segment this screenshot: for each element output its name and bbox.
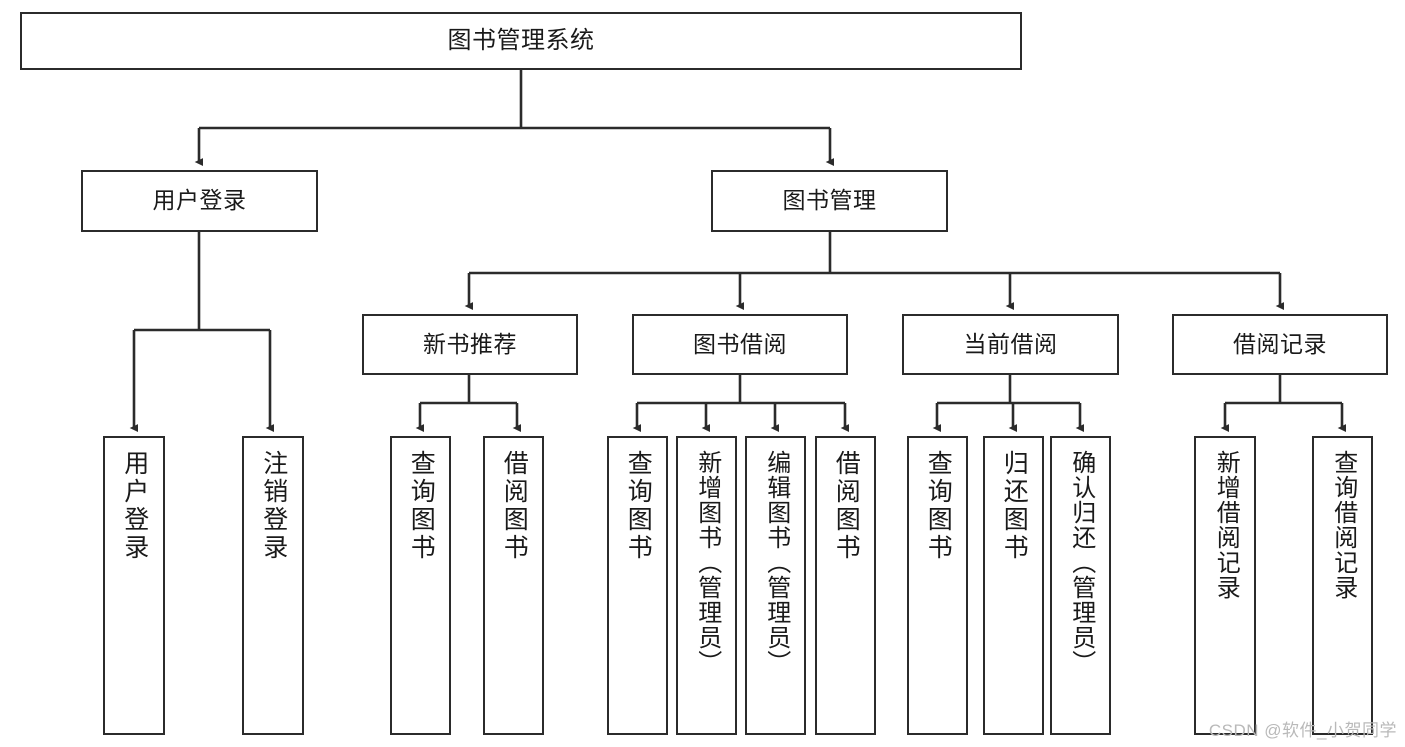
leaf-borrow-query-book[interactable]: 查询图书 <box>607 436 668 735</box>
node-label: 注销登录 <box>259 450 288 562</box>
leaf-current-return-book[interactable]: 归还图书 <box>983 436 1044 735</box>
leaf-borrow-edit-book-admin[interactable]: 编辑图书（管理员） <box>745 436 806 735</box>
node-label: 查询图书 <box>407 450 436 562</box>
node-label: 借阅图书 <box>500 450 529 562</box>
leaf-user-login-login[interactable]: 用户登录 <box>103 436 165 735</box>
leaf-borrow-borrow-book[interactable]: 借阅图书 <box>815 436 876 735</box>
node-label: 编辑图书（管理员） <box>762 450 790 675</box>
leaf-recommend-query-book[interactable]: 查询图书 <box>390 436 451 735</box>
watermark: CSDN @软件_小贺同学 <box>1208 721 1397 740</box>
node-label: 借阅记录 <box>1233 330 1327 357</box>
node-label: 图书借阅 <box>693 330 787 357</box>
node-book-management[interactable]: 图书管理 <box>711 170 948 232</box>
leaf-record-query-record[interactable]: 查询借阅记录 <box>1312 436 1373 735</box>
leaf-record-add-record[interactable]: 新增借阅记录 <box>1194 436 1256 735</box>
node-label: 归还图书 <box>1000 450 1029 562</box>
node-label: 新增图书（管理员） <box>693 450 721 675</box>
node-user-login[interactable]: 用户登录 <box>81 170 318 232</box>
node-label: 用户登录 <box>152 187 247 214</box>
node-root-system[interactable]: 图书管理系统 <box>20 12 1022 70</box>
node-label: 确认归还（管理员） <box>1067 450 1095 675</box>
leaf-user-login-logout[interactable]: 注销登录 <box>242 436 304 735</box>
node-label: 图书管理 <box>782 187 877 214</box>
leaf-borrow-add-book-admin[interactable]: 新增图书（管理员） <box>676 436 737 735</box>
node-book-borrow[interactable]: 图书借阅 <box>632 314 848 375</box>
node-label: 当前借阅 <box>963 330 1058 357</box>
node-label: 新书推荐 <box>423 330 517 357</box>
node-label: 借阅图书 <box>832 450 861 562</box>
leaf-current-query-book[interactable]: 查询图书 <box>907 436 968 735</box>
leaf-current-confirm-return-admin[interactable]: 确认归还（管理员） <box>1050 436 1111 735</box>
node-label: 新增借阅记录 <box>1212 450 1240 600</box>
leaf-recommend-borrow-book[interactable]: 借阅图书 <box>483 436 544 735</box>
node-label: 查询图书 <box>924 450 953 562</box>
node-label: 查询图书 <box>624 450 653 562</box>
node-label: 用户登录 <box>120 450 149 562</box>
node-label: 图书管理系统 <box>447 26 595 54</box>
node-borrow-record[interactable]: 借阅记录 <box>1172 314 1388 375</box>
node-current-borrow[interactable]: 当前借阅 <box>902 314 1119 375</box>
node-new-book-recommend[interactable]: 新书推荐 <box>362 314 578 375</box>
node-label: 查询借阅记录 <box>1329 450 1357 600</box>
